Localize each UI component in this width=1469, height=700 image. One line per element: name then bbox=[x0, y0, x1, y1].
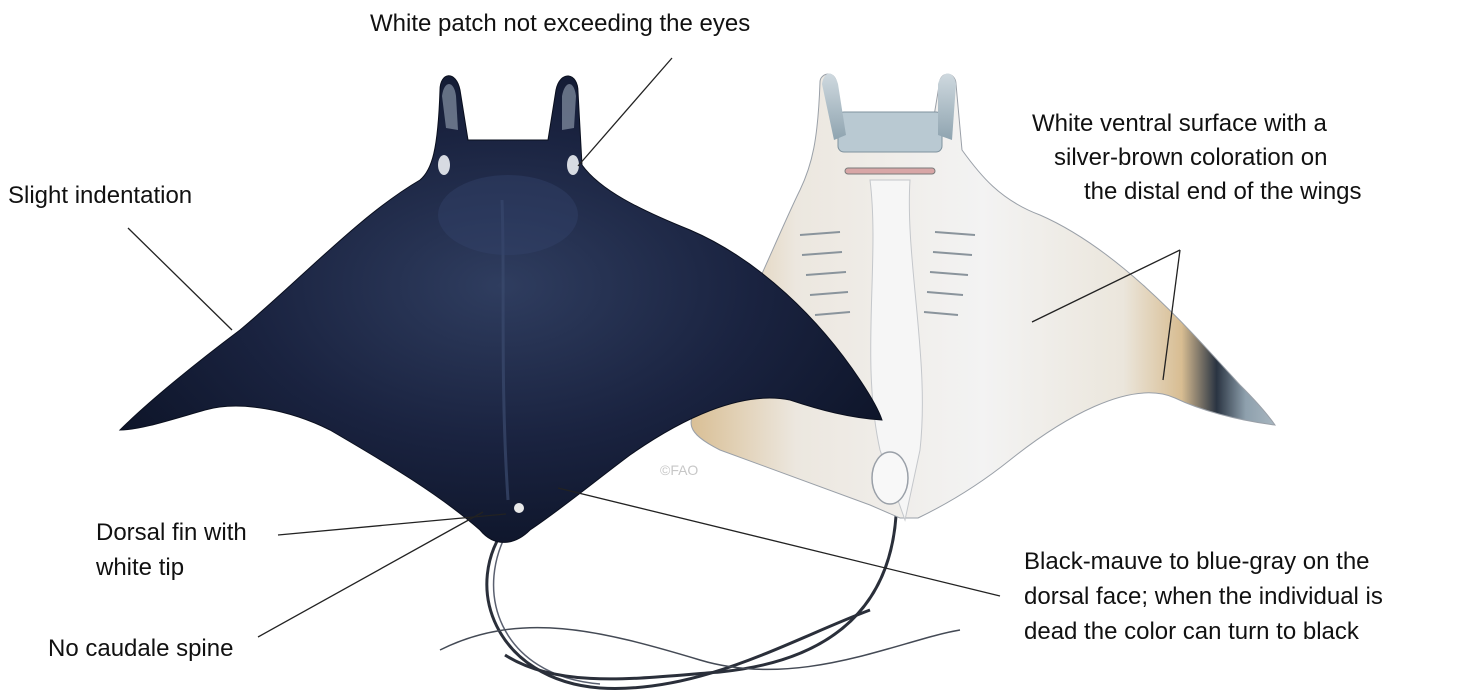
ventral-mouth bbox=[838, 112, 942, 152]
fao-credit: ©FAO bbox=[660, 462, 698, 478]
label-dorsal-color-line-1: Black-mauve to blue-gray on the bbox=[1024, 546, 1370, 577]
leader-dorsal-fin bbox=[278, 514, 506, 535]
leader-no-spine bbox=[258, 512, 483, 637]
dorsal-body bbox=[120, 76, 882, 543]
label-no-caudal-spine: No caudale spine bbox=[48, 633, 233, 664]
leader-white-patch bbox=[578, 58, 672, 166]
ventral-cloaca bbox=[872, 452, 908, 504]
dorsal-lobe-right-tip bbox=[562, 84, 576, 130]
label-dorsal-color-line-2: dorsal face; when the individual is bbox=[1024, 581, 1383, 612]
ventral-mouth-slit bbox=[845, 168, 935, 174]
label-slight-indentation: Slight indentation bbox=[8, 180, 192, 211]
eye-patch-left bbox=[438, 155, 450, 175]
dorsal-fin-tip bbox=[514, 503, 524, 513]
leader-indentation bbox=[128, 228, 232, 330]
label-ventral-line-1: White ventral surface with a bbox=[1032, 108, 1327, 139]
dorsal-tail-2 bbox=[494, 524, 600, 684]
dorsal-manta bbox=[120, 76, 882, 543]
label-ventral-line-3: the distal end of the wings bbox=[1084, 176, 1362, 207]
label-dorsal-color-line-3: dead the color can turn to black bbox=[1024, 616, 1359, 647]
label-dorsal-fin-line-2: white tip bbox=[96, 552, 184, 583]
label-ventral-line-2: silver-brown coloration on bbox=[1054, 142, 1327, 173]
label-dorsal-fin-line-1: Dorsal fin with bbox=[96, 517, 247, 548]
label-white-patch: White patch not exceeding the eyes bbox=[370, 8, 750, 39]
dorsal-head-highlight bbox=[438, 175, 578, 255]
ventral-tail bbox=[505, 516, 896, 679]
dorsal-tail bbox=[487, 524, 870, 688]
eye-patch-right bbox=[567, 155, 579, 175]
